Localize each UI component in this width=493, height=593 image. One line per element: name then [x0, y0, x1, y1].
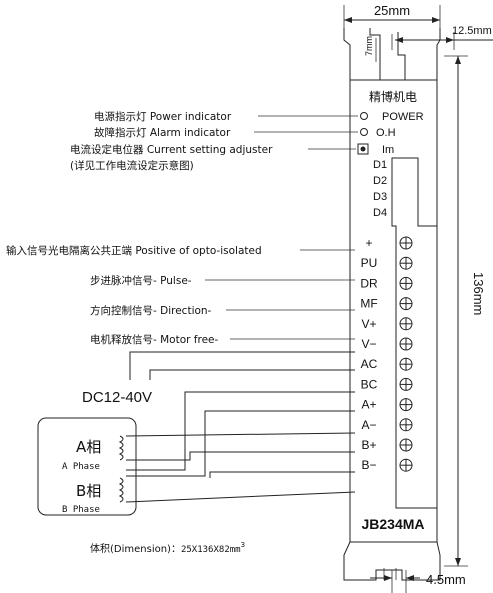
current-adjuster-label: 电流设定电位器 Current setting adjuster [70, 143, 273, 156]
terminal-label: A+ [361, 398, 376, 412]
height-dimension: 136mm [444, 55, 486, 567]
terminal-label: AC [361, 357, 378, 371]
signal-positive-label: 输入信号光电隔离公共正端 Positive of opto-isolated [6, 244, 262, 257]
signal-labels: 输入信号光电隔离公共正端 Positive of opto-isolated 步… [6, 244, 355, 346]
height-dimension-label: 136mm [471, 272, 486, 315]
terminal-10: B+ [361, 438, 413, 452]
signal-direction-label: 方向控制信号- Direction- [90, 304, 212, 317]
terminal-label: PU [361, 256, 378, 270]
bottom-dimension: 4.5mm [370, 570, 466, 593]
terminal-label: BC [361, 377, 378, 391]
b-phase-en: B Phase [62, 505, 100, 515]
slot-depth-dimension: 7mm [364, 36, 377, 62]
signal-motor-free-label: 电机释放信号- Motor free- [90, 333, 219, 346]
terminal-2: DR [360, 276, 413, 290]
dip-d1: D1 [373, 159, 387, 171]
b-phase-coil [118, 477, 124, 503]
motor-body [37, 417, 137, 516]
brand-label: 精博机电 [369, 89, 417, 104]
slot-depth-label: 7mm [364, 36, 374, 56]
power-panel-text: POWER [382, 111, 424, 123]
dimension-note-prefix: 体积(Dimension)： [90, 543, 181, 555]
terminal-3: MF [360, 297, 413, 311]
terminal-label: B− [361, 458, 376, 472]
terminal-block: + PU DR MF V+ V− AC BC A+ A− B+ B− [360, 236, 413, 472]
power-indicator-label: 电源指示灯 Power indicator [94, 110, 232, 123]
terminal-label: MF [360, 297, 377, 311]
indicator-power: POWER 电源指示灯 Power indicator [94, 110, 424, 123]
dip-switch-block: D1 D2 D3 D4 [373, 157, 438, 509]
dimension-note: 体积(Dimension)：25X136X82mm3 [90, 541, 245, 555]
terminal-label: V− [361, 337, 376, 351]
dip-d3: D3 [373, 191, 387, 203]
current-setting-note: (详见工作电流设定示意图) [70, 159, 194, 172]
alarm-indicator-label: 故障指示灯 Alarm indicator [94, 126, 231, 139]
terminal-6: AC [361, 357, 413, 371]
terminal-11: B− [361, 458, 413, 472]
terminal-1: PU [361, 256, 413, 270]
signal-pulse-label: 步进脉冲信号- Pulse- [90, 274, 192, 287]
terminal-7: BC [361, 377, 413, 391]
width-dimension-label: 25mm [374, 3, 410, 18]
dimension-note-sup: 3 [241, 541, 245, 549]
dip-d4: D4 [373, 207, 387, 219]
dimension-note-value: 25X136X82mm [181, 545, 241, 555]
power-supply-wiring: DC12-40V [82, 351, 355, 406]
terminal-8: A+ [361, 398, 413, 412]
model-label: JB234MA [361, 516, 424, 532]
terminal-5: V− [361, 337, 413, 351]
mount-offset-dimension: 12.5mm [391, 25, 493, 50]
power-supply-label: DC12-40V [82, 389, 152, 406]
mount-offset-label: 12.5mm [452, 25, 492, 37]
terminal-label: V+ [361, 317, 376, 331]
bottom-offset-label: 4.5mm [426, 572, 466, 587]
a-phase-coil [118, 435, 124, 461]
indicator-current-adjust: Im 电流设定电位器 Current setting adjuster [70, 143, 394, 156]
terminal-label: + [365, 236, 372, 250]
terminal-label: A− [361, 418, 376, 432]
indicator-alarm: O.H 故障指示灯 Alarm indicator [94, 126, 396, 139]
terminal-9: A− [361, 418, 413, 432]
current-panel-text: Im [382, 144, 394, 156]
terminal-label: DR [360, 276, 378, 290]
terminal-0: + [365, 236, 413, 250]
dip-d2: D2 [373, 175, 387, 187]
top-dimension: 25mm [343, 3, 441, 28]
a-phase-en: A Phase [62, 462, 100, 472]
terminal-4: V+ [361, 317, 413, 331]
terminal-label: B+ [361, 438, 376, 452]
alarm-panel-text: O.H [376, 127, 396, 139]
a-phase-cn: A相 [76, 438, 101, 456]
motor: A相 A Phase B相 B Phase [37, 391, 356, 516]
b-phase-cn: B相 [76, 482, 101, 500]
